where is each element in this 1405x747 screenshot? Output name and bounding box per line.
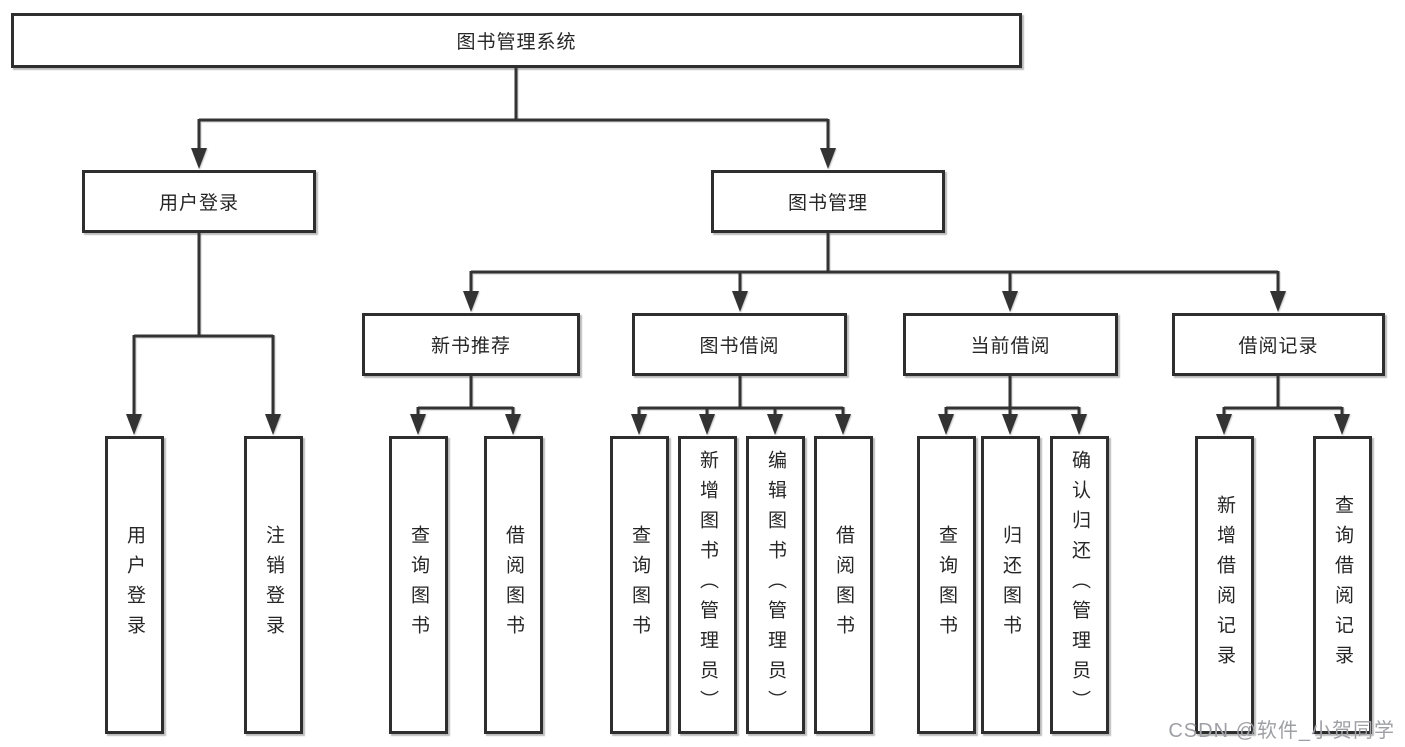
leaf-borrow-books-borrowing: 借阅图书 — [814, 436, 873, 734]
node-borrowing-records: 借阅记录 — [1172, 313, 1385, 376]
leaf-logout: 注销登录 — [244, 436, 303, 734]
leaf-query-books-borrowing: 查询图书 — [610, 436, 669, 734]
node-user-login-label: 用户登录 — [158, 193, 239, 214]
leaf-query-books-borrowing-label: 查询图书 — [629, 525, 650, 645]
node-library-system: 图书管理系统 — [11, 13, 1022, 68]
leaf-user-login: 用户登录 — [105, 436, 164, 734]
leaf-add-borrow-record: 新增借阅记录 — [1195, 436, 1254, 734]
arrowheads — [126, 148, 1350, 435]
leaf-borrow-books-recommend-label: 借阅图书 — [503, 525, 524, 645]
leaf-query-books-current-label: 查询图书 — [936, 525, 957, 645]
leaf-borrow-books-borrowing-label: 借阅图书 — [833, 525, 854, 645]
node-book-management-label: 图书管理 — [787, 193, 868, 214]
leaf-query-borrow-record: 查询借阅记录 — [1313, 436, 1372, 734]
leaf-add-books-admin: 新增图书（管理员） — [678, 436, 737, 734]
node-user-login: 用户登录 — [82, 170, 316, 233]
leaf-edit-books-admin-label: 编辑图书（管理员） — [765, 450, 786, 720]
node-new-book-recommendation: 新书推荐 — [362, 313, 580, 376]
node-book-borrowing-label: 图书借阅 — [699, 336, 780, 357]
leaf-query-books-recommend-label: 查询图书 — [408, 525, 429, 645]
leaf-add-borrow-record-label: 新增借阅记录 — [1214, 495, 1235, 675]
node-library-system-label: 图书管理系统 — [456, 32, 577, 53]
leaf-user-login-label: 用户登录 — [124, 525, 145, 645]
leaf-borrow-books-recommend: 借阅图书 — [484, 436, 543, 734]
tree-edges — [132, 68, 1344, 418]
leaf-query-books-recommend: 查询图书 — [389, 436, 448, 734]
leaf-add-books-admin-label: 新增图书（管理员） — [697, 450, 718, 720]
node-current-borrowing: 当前借阅 — [903, 313, 1118, 376]
node-borrowing-records-label: 借阅记录 — [1238, 336, 1319, 357]
leaf-query-books-current: 查询图书 — [917, 436, 976, 734]
leaf-edit-books-admin: 编辑图书（管理员） — [746, 436, 805, 734]
csdn-watermark: CSDN @软件_小贺同学 — [1168, 720, 1395, 742]
leaf-confirm-return-admin: 确认归还（管理员） — [1050, 436, 1109, 734]
leaf-logout-label: 注销登录 — [263, 525, 284, 645]
leaf-confirm-return-admin-label: 确认归还（管理员） — [1069, 450, 1090, 720]
leaf-query-borrow-record-label: 查询借阅记录 — [1332, 495, 1353, 675]
node-current-borrowing-label: 当前借阅 — [970, 336, 1051, 357]
node-new-book-recommendation-label: 新书推荐 — [430, 336, 511, 357]
node-book-management: 图书管理 — [711, 170, 945, 233]
leaf-return-books-label: 归还图书 — [1000, 525, 1021, 645]
node-book-borrowing: 图书借阅 — [632, 313, 847, 376]
leaf-return-books: 归还图书 — [981, 436, 1040, 734]
